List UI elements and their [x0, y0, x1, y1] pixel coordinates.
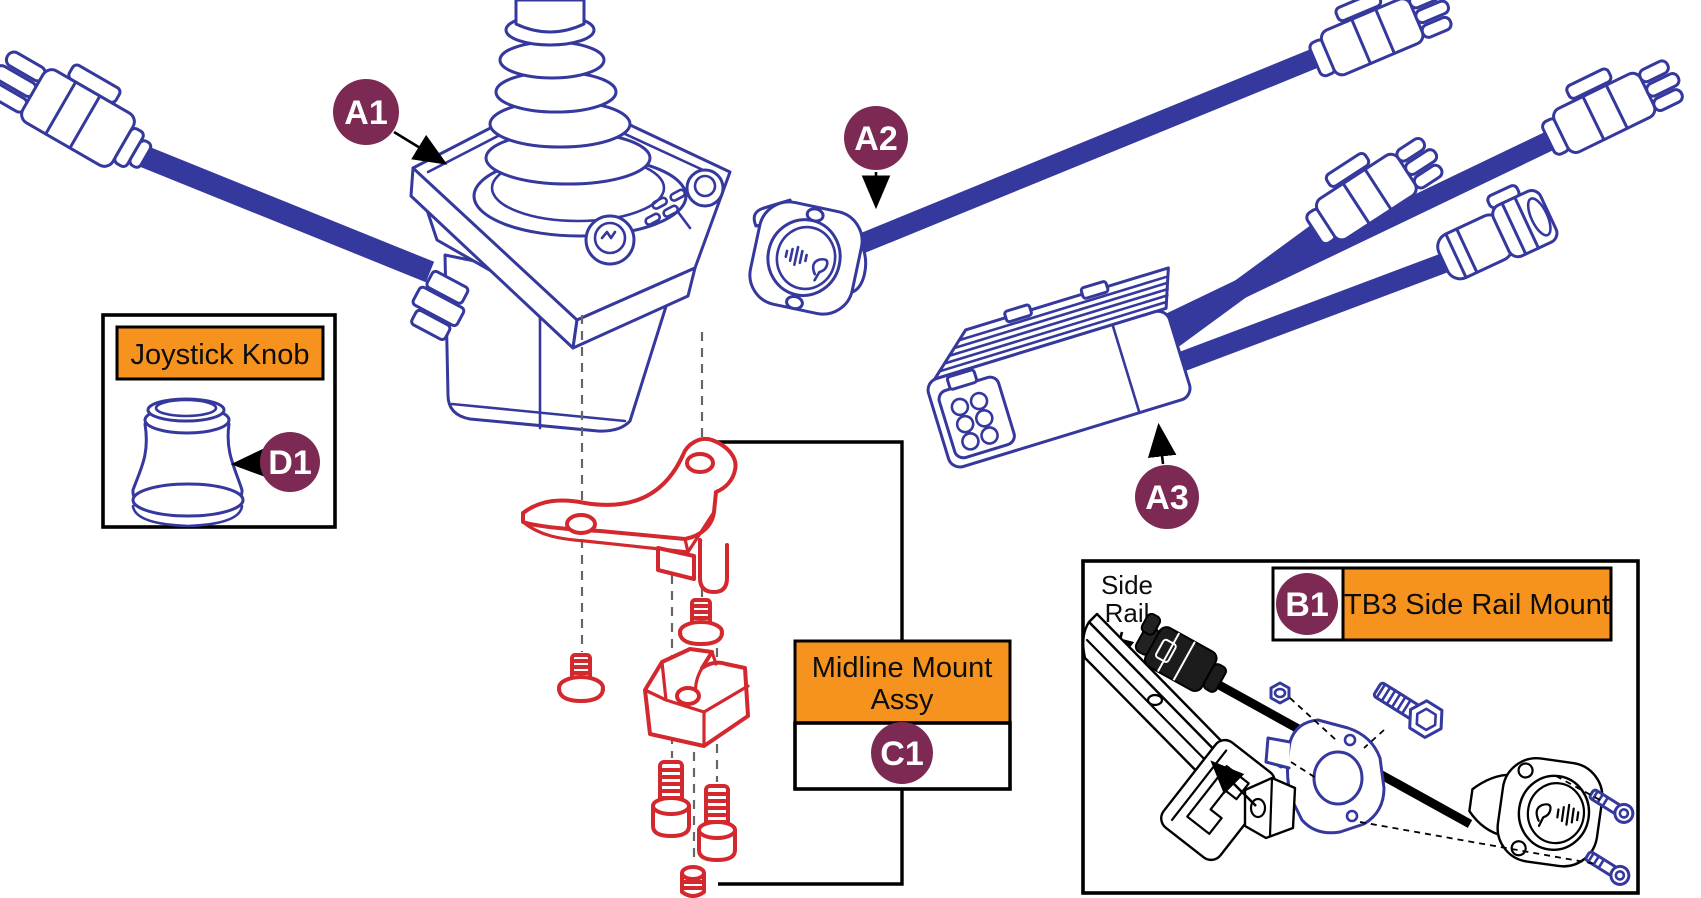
joystick-knob-label: Joystick Knob [131, 339, 310, 371]
callout-c1-label: C1 [880, 735, 923, 773]
tb3-spacer-block [1243, 776, 1297, 840]
harness-connector-2 [1541, 59, 1684, 156]
tb3-hex-bolt [1372, 681, 1444, 739]
midline-set-screw [680, 865, 706, 898]
callout-a2-label: A2 [854, 120, 897, 158]
callout-d1-label: D1 [268, 444, 311, 482]
callout-a2: A2 [844, 106, 908, 210]
harness-connector-1 [1308, 0, 1453, 78]
callout-a3: A3 [1135, 422, 1199, 529]
a3-module-drawing [926, 266, 1192, 469]
joystick-knob-label-bar [115, 325, 325, 381]
side-rail-drawing [1082, 612, 1276, 862]
callout-a3-label: A3 [1145, 479, 1188, 517]
a2-cable [849, 42, 1334, 257]
joystick-buttons [584, 168, 725, 266]
tb3-screws [1584, 788, 1635, 886]
a3-harness-cables [1150, 122, 1573, 378]
callout-b1: B1 [1276, 573, 1338, 635]
joystick-drawing [409, 0, 732, 433]
callout-d1: D1 [230, 432, 320, 492]
a2-connector-drawing [748, 198, 868, 316]
callout-a1-label: A1 [344, 94, 387, 132]
tb3-receptacle [1468, 757, 1604, 868]
side-rail-label-line1: Side [1101, 570, 1153, 600]
midline-bracket [521, 437, 738, 594]
side-rail-label-line2: Rail [1105, 598, 1150, 628]
callout-c1: C1 [871, 722, 933, 784]
midline-label-line1: Midline Mount [812, 652, 993, 684]
tb3-label: TB3 Side Rail Mount [1344, 589, 1610, 621]
tb3-cable-connector [1134, 612, 1227, 693]
midline-cap-screws [651, 760, 737, 898]
midline-label-line2: Assy [871, 684, 934, 716]
a3-pin-connector-face [937, 368, 1016, 460]
joystick-cable [113, 135, 435, 283]
callout-a1: A1 [333, 79, 448, 165]
midline-clamp-block [643, 647, 750, 748]
tb3-dashes [1289, 697, 1601, 865]
knob-drawing [131, 397, 245, 528]
harness-connector-4 [1436, 184, 1559, 281]
tb3-label-bar: TB3 Side Rail Mount [1271, 566, 1613, 642]
midline-screws-small [557, 598, 724, 703]
rail-insert-arrow [1210, 760, 1257, 807]
joystick-cable-connector [0, 50, 153, 169]
harness-connector-3 [1305, 136, 1444, 246]
callout-b1-label: B1 [1285, 586, 1328, 624]
